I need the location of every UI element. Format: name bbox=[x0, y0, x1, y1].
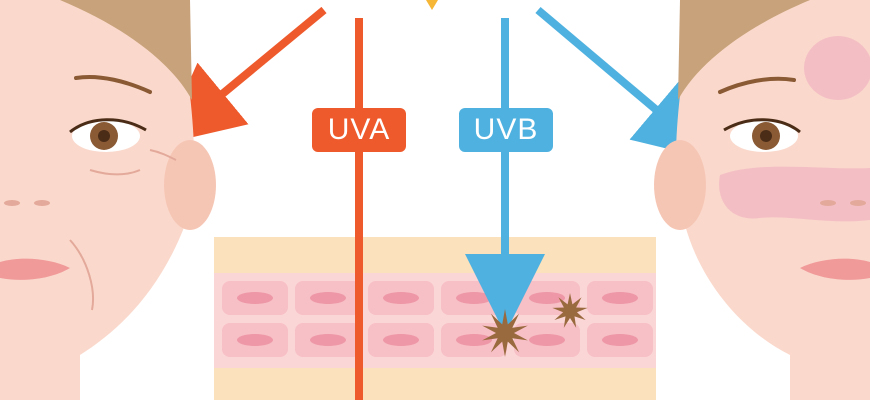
right-nostril bbox=[850, 200, 866, 206]
age-spot bbox=[719, 166, 870, 222]
right-lips bbox=[800, 258, 870, 280]
cell-nucleus bbox=[383, 292, 419, 304]
epidermis-bottom-layer bbox=[214, 368, 656, 400]
left-eyelashes bbox=[69, 118, 147, 134]
cell-nucleus bbox=[310, 292, 346, 304]
cell-nucleus bbox=[456, 334, 492, 346]
cell-nucleus bbox=[602, 292, 638, 304]
wrinkle-line bbox=[89, 169, 141, 176]
skin-cross-section bbox=[214, 237, 656, 400]
left-eyebrow bbox=[74, 75, 152, 94]
damage-star-icon bbox=[552, 293, 588, 328]
wrinkle-line bbox=[69, 239, 94, 311]
left-ear bbox=[164, 140, 216, 230]
left-face-skin bbox=[0, 0, 195, 400]
right-nostril bbox=[820, 200, 836, 206]
left-nostril bbox=[4, 200, 20, 206]
right-ear bbox=[654, 140, 706, 230]
right-eyebrow bbox=[718, 76, 796, 94]
cell-nucleus bbox=[602, 334, 638, 346]
cell-nucleus bbox=[310, 334, 346, 346]
left-hair bbox=[60, 0, 192, 100]
cell-nucleus bbox=[237, 292, 273, 304]
wrinkle-line bbox=[149, 149, 177, 161]
uvb-ray-to-right-face bbox=[535, 6, 717, 161]
right-hair bbox=[678, 0, 810, 100]
uvb-label: UVB bbox=[459, 108, 553, 152]
spotted-face-illustration bbox=[654, 0, 870, 400]
aged-face-illustration bbox=[0, 0, 216, 400]
uva-ray-to-left-face bbox=[161, 6, 327, 145]
cell-nucleus bbox=[529, 292, 565, 304]
sun-icon bbox=[426, 0, 438, 10]
right-eye-pupil bbox=[760, 130, 772, 142]
age-spot bbox=[804, 36, 870, 100]
cell-nucleus bbox=[237, 334, 273, 346]
epidermis-top-layer bbox=[214, 237, 656, 273]
cell-nucleus bbox=[456, 292, 492, 304]
right-eyelashes bbox=[723, 118, 801, 134]
cell-nucleus bbox=[383, 334, 419, 346]
damage-star-icon bbox=[482, 309, 528, 357]
left-nostril bbox=[34, 200, 50, 206]
uva-label: UVA bbox=[312, 108, 406, 152]
left-eye-pupil bbox=[98, 130, 110, 142]
cell-nucleus bbox=[529, 334, 565, 346]
left-lips bbox=[0, 258, 70, 280]
